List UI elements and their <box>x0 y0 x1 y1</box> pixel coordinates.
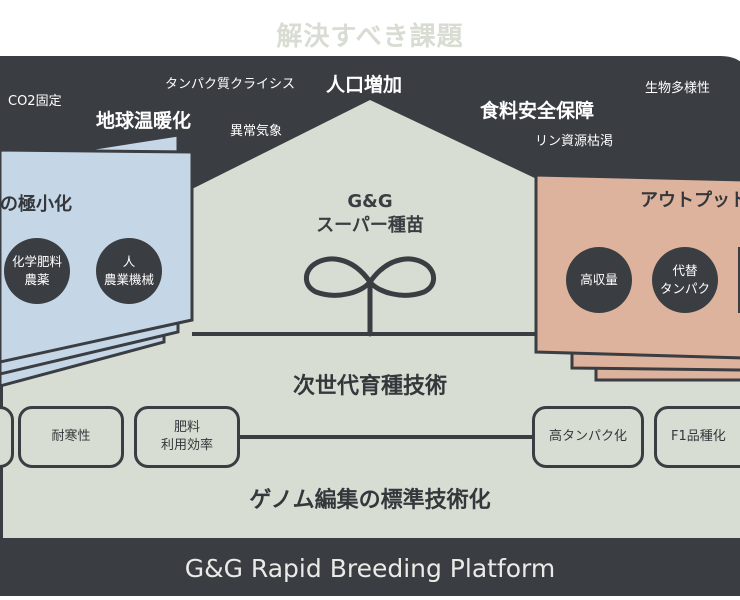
center-label: G&G スーパー種苗 <box>316 191 424 237</box>
right-circle-alt-protein: 代替 タンパク <box>652 247 718 313</box>
trait-pill-partial <box>0 406 14 468</box>
right-circle-partial <box>738 247 740 313</box>
issue-population: 人口増加 <box>326 74 403 96</box>
issue-protein-crisis: タンパク質クライシス <box>165 77 296 92</box>
trait-pill-cold-tolerance: 耐寒性 <box>18 406 124 468</box>
genome-heading: ゲノム編集の標準技術化 <box>249 488 491 513</box>
page-title: 解決すべき課題 <box>276 22 464 52</box>
sprout-icon <box>304 256 436 337</box>
trait-pill-high-protein: 高タンパク化 <box>532 406 644 468</box>
issue-phosphorus: リン資源枯渇 <box>535 134 614 149</box>
right-panel-title: アウトプット <box>640 190 740 211</box>
trait-pill-f1: F1品種化 <box>654 406 740 468</box>
left-panel-front <box>0 148 194 364</box>
right-circle-high-yield: 高収量 <box>566 247 632 313</box>
next-gen-heading: 次世代育種技術 <box>292 374 447 399</box>
trait-pill-fertilizer-efficiency: 肥料 利用効率 <box>134 406 240 468</box>
issue-weather: 異常気象 <box>230 124 283 139</box>
left-circle-labor: 人 農業機械 <box>96 238 162 304</box>
issue-co2: CO2固定 <box>8 94 62 109</box>
left-panel-title: の極小化 <box>0 194 72 215</box>
left-circle-fertilizer: 化学肥料 農薬 <box>4 238 70 304</box>
issue-food-security: 食料安全保障 <box>480 100 595 122</box>
issue-warming: 地球温暖化 <box>96 110 192 132</box>
platform-footer: G&G Rapid Breeding Platform <box>0 542 740 596</box>
issue-biodiversity: 生物多様性 <box>645 81 711 96</box>
